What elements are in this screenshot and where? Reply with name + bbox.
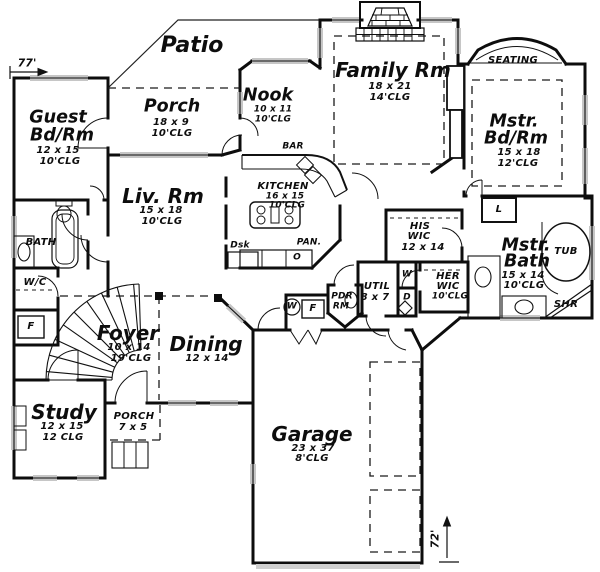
- kitchen-size: 16 x 15: [265, 191, 305, 202]
- pantry-label: PAN.: [296, 237, 322, 248]
- kitchen-ceiling: 10'CLG: [268, 200, 306, 211]
- master-bedroom-label2: Bd/Rm: [484, 128, 548, 149]
- staircase: [45, 283, 142, 381]
- master-bath-ceiling: 10'CLG: [503, 280, 545, 291]
- rear-porch-size: 18 x 9: [152, 117, 190, 128]
- his-wic-size: 12 x 14: [401, 242, 445, 253]
- seating-label: SEATING: [487, 55, 539, 66]
- walls: [12, 18, 594, 565]
- garage-label: Garage: [271, 422, 353, 446]
- family-room-size: 18 x 21: [368, 81, 412, 92]
- media-wall: [446, 46, 562, 159]
- study-porch-details: [13, 405, 149, 469]
- her-wic-label: HER: [436, 271, 460, 282]
- kitchen-label: KITCHEN: [257, 181, 309, 192]
- garage-size: 23 x 37: [291, 443, 335, 454]
- guest-bath-fixtures: [13, 198, 79, 339]
- master-bath-fixtures: [467, 197, 593, 319]
- hall-washer-label: W: [286, 301, 298, 312]
- desk-label: Dsk: [230, 240, 250, 251]
- foyer-ceiling: 19'CLG: [110, 353, 152, 364]
- oven-label: O: [293, 252, 301, 263]
- living-room-ceiling: 10'CLG: [141, 216, 183, 227]
- nook-label: Nook: [242, 85, 294, 106]
- bath-label: BATH: [25, 237, 57, 248]
- utility-size: 8 x 7: [360, 292, 390, 303]
- shower-label: SHR: [553, 299, 579, 310]
- powder-room-label2: RM: [332, 301, 350, 312]
- depth-dimension-label: 72': [428, 529, 442, 549]
- study-ceiling: 12 CLG: [42, 432, 84, 443]
- her-wic-label2: WIC: [436, 281, 460, 292]
- living-room-label: Liv. Rm: [122, 184, 204, 208]
- dashed-lines: [16, 35, 563, 553]
- dimension-depth-arrow: [439, 515, 459, 563]
- width-dimension-label: 77': [17, 56, 37, 70]
- tub-label: TUB: [554, 246, 578, 257]
- foyer-size: 10 x 14: [107, 342, 151, 353]
- hall-furnace-label: F: [309, 303, 317, 314]
- bar-label: BAR: [282, 141, 304, 152]
- nook-size: 10 x 11: [253, 104, 293, 115]
- washer-label: W: [401, 269, 413, 280]
- utility-label: UTIL: [363, 281, 391, 292]
- doors: [37, 117, 483, 404]
- powder-room-label: PDR: [331, 291, 353, 302]
- guest-room-label2: Bd/Rm: [30, 125, 94, 146]
- family-room-label: Family Rm: [335, 58, 451, 82]
- furnace-label: F: [27, 321, 35, 332]
- master-bath-size: 15 x 14: [501, 270, 545, 281]
- dining-size: 12 x 14: [185, 353, 229, 364]
- living-room-size: 15 x 18: [139, 205, 183, 216]
- patio-outline: [107, 19, 320, 89]
- columns: [155, 292, 222, 302]
- master-bedroom-label: Mstr.: [489, 111, 539, 132]
- his-wic-label: HIS: [409, 221, 431, 232]
- patio-label: Patio: [160, 33, 224, 58]
- rear-porch-ceiling: 10'CLG: [151, 128, 193, 139]
- hall-fixtures: [283, 291, 413, 319]
- guest-room-label: Guest: [29, 107, 87, 128]
- garage-ceiling: 8'CLG: [295, 453, 329, 464]
- nook-ceiling: 10'CLG: [254, 114, 292, 125]
- study-size: 12 x 15: [40, 421, 84, 432]
- foyer-label: Foyer: [96, 321, 160, 345]
- dimension-width-arrow: [9, 66, 49, 79]
- family-room-ceiling: 14'CLG: [369, 92, 411, 103]
- master-bedroom-size: 15 x 18: [497, 147, 541, 158]
- master-bedroom-ceiling: 12'CLG: [497, 158, 539, 169]
- closet-wc-label: W/C: [23, 277, 47, 288]
- front-porch-size: 7 x 5: [118, 422, 148, 433]
- his-wic-label2: WIC: [407, 231, 431, 242]
- dryer-label: D: [403, 292, 411, 303]
- front-porch-label: PORCH: [113, 411, 155, 422]
- dining-label: Dining: [169, 332, 243, 356]
- guest-room-size: 12 x 15: [36, 145, 80, 156]
- master-bath-label: Mstr.: [501, 235, 551, 256]
- rear-porch-label: Porch: [143, 96, 201, 117]
- master-bath-label2: Bath: [504, 251, 550, 272]
- fireplace-icon: [355, 1, 425, 42]
- guest-room-ceiling: 10'CLG: [39, 156, 81, 167]
- study-label: Study: [31, 400, 97, 424]
- her-wic-ceiling: 10'CLG: [431, 291, 469, 302]
- kitchen-fixtures: [227, 154, 348, 269]
- linen-label: L: [495, 204, 503, 215]
